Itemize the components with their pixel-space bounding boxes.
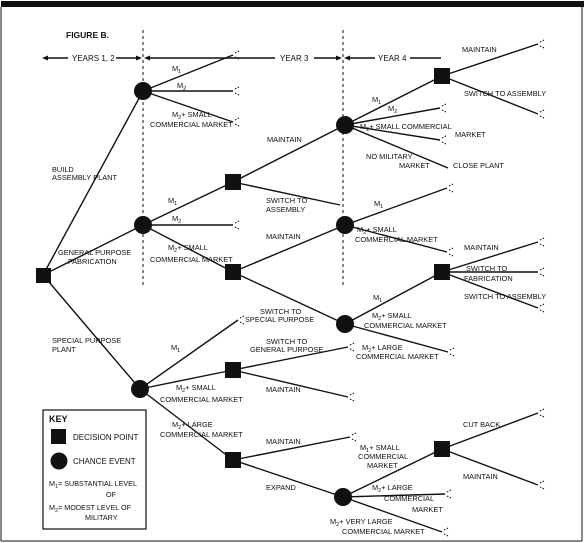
key-of: OF [106,490,117,499]
decision-node [434,264,450,280]
chance-node [336,116,354,134]
special-purpose-label: SPECIAL PURPOSE [245,315,314,324]
m1-label: M1 [172,64,181,75]
build-label-2: ASSEMBLY PLANT [52,173,118,182]
decision-node [225,362,241,378]
branches [42,43,539,533]
m2-large-label: M2+ LARGE [372,483,413,494]
commercial-market-label: COMMERCIAL MARKET [356,352,439,361]
m2-label: M2 [388,104,397,115]
figure-title: FIGURE B. [66,30,109,40]
market-label: MARKET [367,461,398,470]
market-label: MARKET [412,505,443,514]
no-military-label: NO MILITARY [366,152,413,161]
branch-labels: BUILD ASSEMBLY PLANT GENERAL PURPOSE FAB… [52,45,546,536]
chance-event-key-icon [50,452,68,470]
m1-label: M1 [372,95,381,106]
market-label: MARKET [455,130,486,139]
m2-large-label: M2+ LARGE [362,343,403,354]
commercial-market-label: COMMERCIAL MARKET [160,430,243,439]
chance-node [131,380,149,398]
timeline-header: YEARS 1, 2 YEAR 3 YEAR 4 [42,54,441,63]
m1-small-label: M1+ SMALL [360,443,400,454]
m2-small-label: M2+ SMALL [176,383,216,394]
commercial-market-label: COMMERCIAL MARKET [150,255,233,264]
assembly-label: ASSEMBLY [266,205,305,214]
key-military: MILITARY [85,513,118,522]
maintain-label: MAINTAIN [266,385,301,394]
decision-node [225,264,241,280]
m1-label: M1 [171,343,180,354]
switch-to-label: SWITCH TO [466,264,507,273]
special-purpose-label-2: PLANT [52,345,76,354]
build-label-1: BUILD [52,165,74,174]
key-box: KEY DECISION POINT CHANCE EVENT M1= SUBS… [42,409,147,530]
decision-node [36,268,51,283]
chance-node [134,216,152,234]
chance-node [134,82,152,100]
maintain-label: MAINTAIN [266,232,301,241]
commercial-label: COMMERCIAL [358,452,408,461]
maintain-label: MAINTAIN [464,243,499,252]
continuation-marks [234,39,545,537]
expand-label: EXPAND [266,483,296,492]
decision-node [434,68,450,84]
m2-label: M2 [172,214,181,225]
key-chance-label: CHANCE EVENT [73,457,136,466]
m1-label: M1 [168,196,177,207]
key-title: KEY [49,414,68,424]
switch-to-label: SWITCH TO [266,337,307,346]
chance-node [336,315,354,333]
close-plant-label: CLOSE PLANT [453,161,504,170]
m2-small-label: M2+ SMALL [357,225,397,236]
decision-point-key-icon [51,429,66,444]
year3-label: YEAR 3 [280,54,309,63]
commercial-label: COMMERCIAL [384,494,434,503]
chance-node [336,216,354,234]
commercial-market-label: COMMERCIAL MARKET [355,235,438,244]
m2-small-label: M2+ SMALL [168,243,208,254]
decision-node [434,441,450,457]
maintain-label: MAINTAIN [266,437,301,446]
m1-label: M1 [373,293,382,304]
general-purpose-label: GENERAL PURPOSE [250,345,323,354]
top-bar [1,1,584,7]
commercial-market-label: COMMERCIAL MARKET [160,395,243,404]
decision-node [225,452,241,468]
m2-small-label: M2+ SMALL [172,110,212,121]
commercial-market-label: COMMERCIAL MARKET [150,120,233,129]
market-label: MARKET [399,161,430,170]
switch-to-assembly-label: SWITCH TO ASSEMBLY [464,89,546,98]
m2-label: M2 [177,81,186,92]
key-m1-def: M1= SUBSTANTIAL LEVEL [49,479,137,490]
switch-to-assembly-label: SWITCH TO ASSEMBLY [464,292,546,301]
general-purpose-label-2: FABRICATION [68,257,117,266]
m1-label: M1 [374,199,383,210]
general-purpose-label-1: GENERAL PURPOSE [58,248,131,257]
cut-back-label: CUT BACK [463,420,500,429]
maintain-label: MAINTAIN [267,135,302,144]
special-purpose-label-1: SPECIAL PURPOSE [52,336,121,345]
switch-to-label: SWITCH TO [266,196,307,205]
key-decision-label: DECISION POINT [73,433,138,442]
nodes [36,68,450,506]
switch-to-label: SWITCH TO [260,307,301,316]
m2-very-large-label: M2+ VERY LARGE [330,517,393,528]
years12-label: YEARS 1, 2 [72,54,115,63]
key-m2-def: M2= MODEST LEVEL OF [49,503,132,514]
decision-node [225,174,241,190]
chance-node [334,488,352,506]
m2-small-label: M2+ SMALL [372,311,412,322]
maintain-label: MAINTAIN [463,472,498,481]
m2-large-label: M2+ LARGE [172,420,213,431]
m2-small-commercial-label: M2+ SMALL COMMERCIAL [360,122,452,133]
commercial-market-label: COMMERCIAL MARKET [342,527,425,536]
maintain-label: MAINTAIN [462,45,497,54]
year4-label: YEAR 4 [378,54,407,63]
commercial-market-label: COMMERCIAL MARKET [364,321,447,330]
fabrication-label: FABRICATION [464,274,513,283]
